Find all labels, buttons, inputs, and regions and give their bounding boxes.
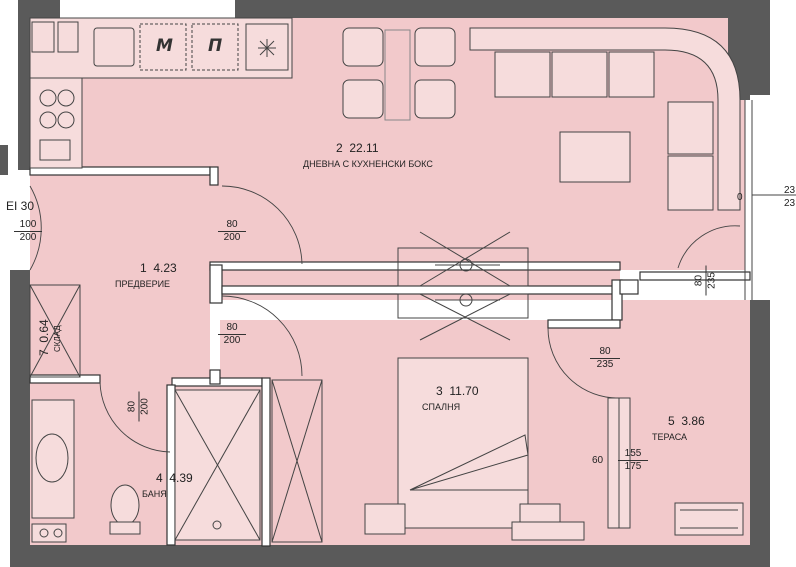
door-dim-bath: 80 200	[126, 391, 152, 422]
bathroom-fixtures	[31, 389, 261, 543]
window-width: 155	[618, 448, 648, 461]
room-number: 3	[436, 384, 443, 398]
window-height: 175	[624, 461, 642, 472]
exterior-walls	[0, 0, 770, 567]
room-area: 4.39	[169, 471, 193, 485]
door-width: 80	[590, 346, 620, 359]
room-area: 4.23	[153, 261, 177, 275]
terrace-fixtures	[607, 397, 744, 536]
door-swings	[29, 185, 741, 453]
door-height: 200	[19, 232, 37, 243]
door-height: 200	[223, 335, 241, 346]
door-dim-bedroom: 80 200	[218, 322, 246, 347]
room-number: 5	[668, 414, 675, 428]
edge-mark-top: 23	[784, 185, 796, 196]
door-width: 80	[218, 219, 246, 232]
room-area: 11.70	[449, 384, 479, 398]
window-height-mark: 60	[592, 455, 604, 466]
room-number: 2	[336, 141, 343, 155]
room-name: БАНЯ	[142, 489, 167, 499]
oven-label: П	[208, 36, 223, 56]
room-number: 1	[140, 261, 147, 275]
microwave-label: M	[156, 36, 173, 56]
edge-mark-bottom: 23	[784, 198, 796, 209]
door-width: 80	[218, 322, 246, 335]
room-area: 0.64	[37, 319, 51, 343]
door-width: 80	[693, 265, 707, 296]
door-dim-living: 80 200	[218, 219, 246, 244]
door-width: 80	[126, 391, 140, 422]
kitchen-counter	[29, 17, 293, 169]
glass-wall	[744, 100, 796, 300]
wardrobe-bedroom	[271, 379, 323, 543]
fire-rating: EI 30	[6, 199, 35, 213]
door-dim-terrace-upper: 80 235	[693, 265, 719, 296]
room-number: 4	[156, 471, 163, 485]
room-area: 3.86	[681, 414, 705, 428]
room-area: 22.11	[349, 141, 379, 155]
door-height: 235	[596, 359, 614, 370]
sofa	[469, 27, 741, 211]
window-dim-terrace: 155 175	[618, 448, 648, 473]
wardrobe-living	[397, 231, 529, 341]
room-name: ДНЕВНА С КУХНЕНСКИ БОКС	[303, 159, 433, 169]
bed	[364, 357, 585, 541]
door-dim-entrance: 100 200	[14, 219, 42, 244]
zero-mark: 0	[737, 192, 743, 203]
room-number: 7	[37, 349, 51, 356]
room-name: ТЕРАСА	[652, 432, 688, 442]
room-name: ПРЕДВЕРИЕ	[115, 279, 171, 289]
door-dim-terrace-lower: 80 235	[590, 346, 620, 371]
door-height: 200	[139, 398, 151, 415]
door-height: 200	[223, 232, 241, 243]
storage-closet	[29, 284, 81, 378]
room-name: СПАЛНЯ	[422, 402, 461, 412]
dining-chairs	[342, 27, 456, 121]
room-name: СКЛАД	[53, 325, 62, 352]
hood-icon	[258, 39, 276, 57]
door-width: 100	[14, 219, 42, 232]
interior-walls	[29, 166, 751, 547]
door-height: 235	[706, 272, 718, 289]
room-storage: 7 0.64 СКЛАД	[30, 292, 62, 362]
